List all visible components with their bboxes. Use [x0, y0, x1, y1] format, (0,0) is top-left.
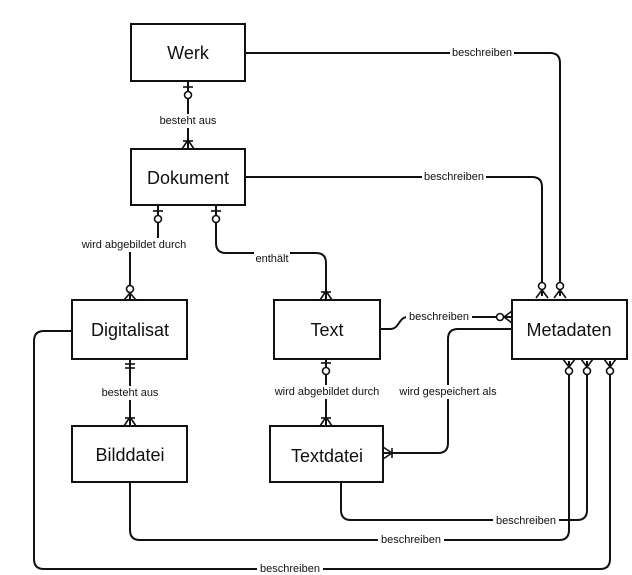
relation-label: beschreiben — [496, 515, 556, 527]
relation-label: beschreiben — [424, 171, 484, 183]
entity-werk[interactable]: Werk — [130, 23, 246, 82]
relation-label: wird abgebildet durch — [81, 239, 187, 251]
cardinality-zero-or-many-icon — [603, 358, 617, 376]
relation-digitalisat-bilddatei[interactable]: besteht aus — [98, 359, 162, 426]
cardinality-zero-or-one-icon — [153, 210, 163, 224]
entity-label: Digitalisat — [91, 320, 169, 340]
entity-label: Metadaten — [526, 320, 611, 340]
relation-label: wird abgebildet durch — [274, 386, 380, 398]
entity-label: Bilddatei — [95, 445, 164, 465]
entity-label: Werk — [167, 43, 210, 63]
relation-label: beschreiben — [452, 47, 512, 59]
relation-label: beschreiben — [381, 534, 441, 546]
entity-textdatei[interactable]: Textdatei — [269, 425, 384, 483]
cardinality-zero-or-one-icon — [183, 86, 193, 100]
entity-digitalisat[interactable]: Digitalisat — [71, 299, 188, 360]
entity-metadaten[interactable]: Metadaten — [511, 299, 628, 360]
cardinality-one-or-many-icon — [382, 446, 394, 460]
entity-dokument[interactable]: Dokument — [130, 148, 246, 206]
entity-label: Textdatei — [291, 446, 363, 466]
entity-label: Dokument — [147, 168, 229, 188]
cardinality-one-or-many-icon — [181, 138, 195, 150]
cardinality-one-or-many-icon — [123, 415, 137, 427]
cardinality-one-or-many-icon — [319, 289, 333, 301]
relation-label: beschreiben — [409, 311, 469, 323]
entity-text[interactable]: Text — [273, 299, 381, 360]
cardinality-zero-or-many-icon — [535, 281, 549, 299]
relation-label: enthält — [255, 253, 288, 265]
cardinality-zero-or-many-icon — [580, 358, 594, 376]
relation-label: besteht aus — [102, 387, 159, 399]
relation-text-textdatei[interactable]: wird abgebildet durch — [274, 359, 380, 426]
relation-bilddatei-metadaten[interactable]: beschreiben — [129, 361, 570, 547]
cardinality-zero-or-many-icon — [562, 358, 576, 376]
cardinality-zero-or-many-icon — [123, 284, 137, 301]
cardinality-zero-or-many-icon — [495, 310, 513, 324]
relation-dokument-text[interactable]: enthält — [215, 205, 327, 300]
relation-text-metadaten[interactable]: beschreiben — [380, 310, 512, 330]
cardinality-zero-or-one-icon — [211, 210, 221, 224]
relation-werk-metadaten[interactable]: beschreiben — [245, 46, 561, 296]
relation-digitalisat-metadaten[interactable]: beschreiben — [33, 330, 611, 575]
relation-textdatei-metadaten[interactable]: beschreiben — [340, 361, 588, 528]
entity-label: Text — [310, 320, 343, 340]
cardinality-zero-or-one-icon — [321, 362, 331, 376]
relation-label: wird gespeichert als — [398, 386, 497, 398]
relation-label: beschreiben — [260, 563, 320, 575]
cardinality-one-or-many-icon — [319, 415, 333, 427]
relation-werk-dokument[interactable]: besteht aus — [158, 81, 218, 149]
relation-dokument-digitalisat[interactable]: wird abgebildet durch — [81, 205, 187, 300]
relation-metadaten-textdatei[interactable]: wird gespeichert als — [383, 328, 512, 454]
cardinality-zero-or-many-icon — [553, 281, 567, 299]
relation-dokument-metadaten[interactable]: beschreiben — [245, 170, 543, 296]
cardinality-exactly-one-icon — [125, 363, 135, 369]
entity-bilddatei[interactable]: Bilddatei — [71, 425, 188, 483]
relation-label: besteht aus — [160, 115, 217, 127]
